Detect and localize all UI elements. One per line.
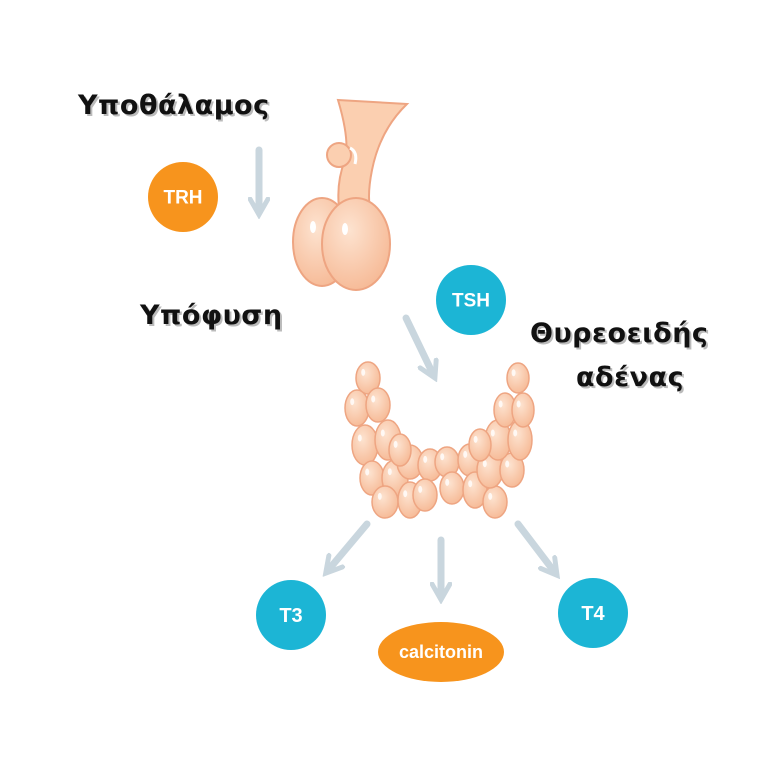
thyroid-label-line1: Θυρεοειδής: [530, 318, 709, 349]
t4-label: T4: [581, 603, 605, 625]
trh-badge: TRH: [148, 162, 218, 232]
lobule-highlight: [393, 440, 398, 448]
pituitary-label: Υπόφυση: [140, 300, 283, 331]
lobule-highlight: [357, 434, 362, 442]
lobule-highlight: [445, 478, 450, 486]
lobule-highlight: [423, 455, 428, 463]
lobule-highlight: [505, 460, 510, 468]
lobule-highlight: [468, 480, 473, 488]
thyroid-label-line2: αδένας: [576, 362, 685, 393]
lobule-highlight: [371, 395, 376, 403]
thyroid-lobule: [511, 392, 535, 428]
lobule-highlight: [516, 400, 521, 408]
thyroid-lobule: [351, 424, 379, 466]
thyroid-lobule: [412, 478, 438, 512]
calcitonin-badge: calcitonin: [378, 622, 504, 682]
thyroid-lobule: [371, 485, 399, 519]
thyroid-lobule: [439, 471, 465, 505]
lobule-highlight: [482, 460, 487, 468]
thyroid-lobule: [388, 433, 412, 467]
thyroid-lobule: [468, 428, 492, 462]
lobule-highlight: [365, 468, 370, 476]
t3-label: T3: [279, 605, 302, 627]
lobule-highlight: [490, 429, 495, 437]
arrow-to-t4: [514, 520, 553, 570]
lobule-highlight: [463, 450, 468, 458]
thyroid-lobule: [344, 389, 370, 427]
lobule-highlight: [361, 368, 366, 376]
thyroid-lobule: [365, 387, 391, 423]
tsh-badge: TSH: [436, 265, 506, 335]
calcitonin-label: calcitonin: [399, 642, 483, 662]
arrow-to-t3: [330, 520, 371, 568]
lobule-highlight: [387, 468, 392, 476]
lobule-highlight: [350, 398, 355, 406]
lobule-highlight: [498, 400, 503, 408]
lobule-highlight: [418, 485, 423, 493]
lobule-highlight: [488, 492, 493, 500]
t3-badge: T3: [256, 580, 326, 650]
pituitary-gland-illustration: [292, 98, 410, 291]
tsh-label: TSH: [452, 291, 490, 312]
lobule-highlight: [380, 429, 385, 437]
lobule-highlight: [403, 490, 408, 498]
lobule-highlight: [473, 435, 478, 443]
lobule-highlight: [377, 492, 382, 500]
t4-badge: T4: [558, 578, 628, 648]
thyroid-lobule: [506, 362, 530, 394]
thyroid-lobule: [482, 485, 508, 519]
trh-label: TRH: [163, 188, 202, 209]
hypothalamus-label: Υποθάλαμος: [78, 90, 270, 121]
arrow-pituitary-to-thyroid: [402, 314, 432, 372]
thyroid-gland-illustration: [344, 361, 535, 519]
lobule-highlight: [440, 453, 445, 461]
lobule-highlight: [513, 429, 518, 437]
lobule-highlight: [511, 369, 516, 377]
